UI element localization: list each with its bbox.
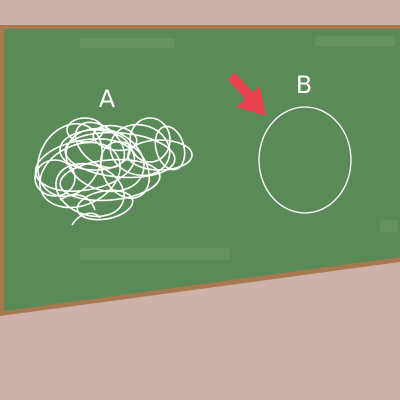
board-surface <box>4 29 400 311</box>
red-arrow-icon <box>227 72 266 116</box>
scribble-a <box>34 117 193 226</box>
label-a: A <box>99 85 116 113</box>
label-b: B <box>296 71 312 99</box>
circle-b <box>258 106 352 214</box>
erased-chalk-smudges <box>80 36 398 260</box>
